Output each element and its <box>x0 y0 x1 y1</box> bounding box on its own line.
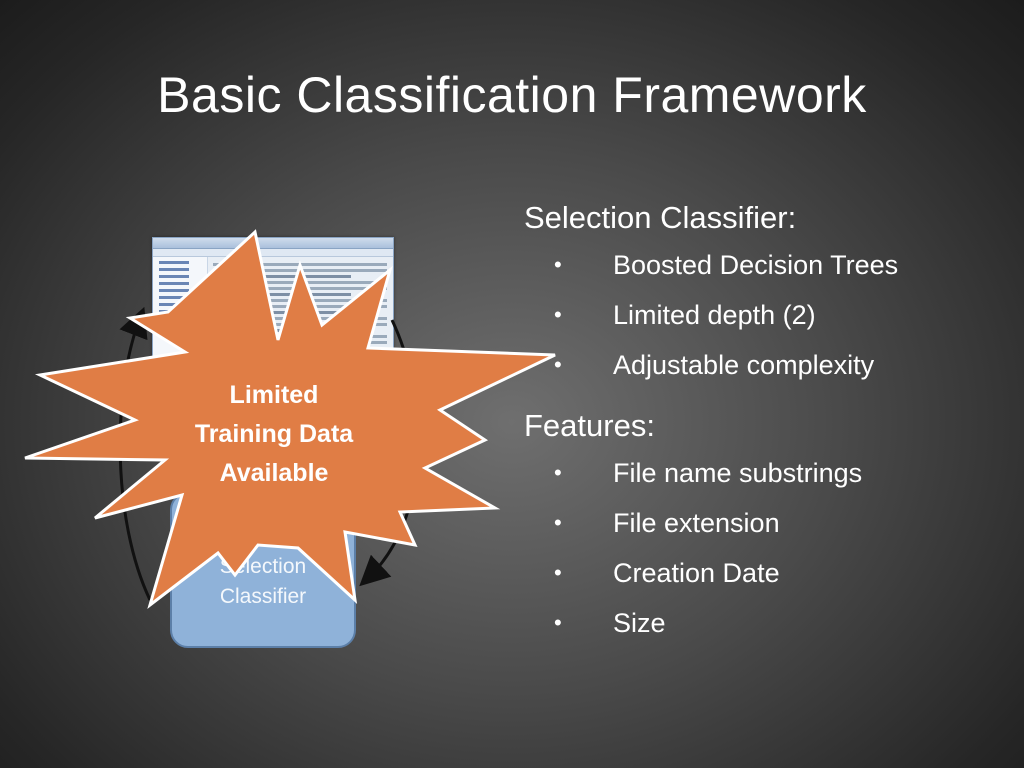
bullet-item: • Adjustable complexity <box>524 340 1004 390</box>
bullet-item: • File extension <box>524 498 1004 548</box>
bullet-item: • Limited depth (2) <box>524 290 1004 340</box>
burst-polygon <box>24 229 556 609</box>
burst-label-line: Limited <box>229 381 319 409</box>
screenshot-address-bar <box>153 238 393 249</box>
section-heading-selection-classifier: Selection Classifier: <box>524 200 797 235</box>
bullet-item: • Size <box>524 598 1004 648</box>
burst-label: Limited Training Data Available <box>154 376 394 493</box>
bullet-panel: Selection Classifier: • Boosted Decision … <box>524 196 1004 648</box>
bullet-dot: • <box>554 460 562 485</box>
bullet-dot: • <box>554 252 562 277</box>
bullet-text: File extension <box>613 508 780 538</box>
bullet-text: File name substrings <box>613 458 863 488</box>
bullet-text: Size <box>613 608 666 638</box>
burst-label-line: Available <box>219 459 329 487</box>
bullet-text: Adjustable complexity <box>613 350 875 380</box>
bullet-dot: • <box>554 302 562 327</box>
bullet-text: Boosted Decision Trees <box>613 250 899 280</box>
bullet-item: • File name substrings <box>524 448 1004 498</box>
screenshot-toolbar <box>153 249 393 257</box>
bullet-dot: • <box>554 610 562 635</box>
bullet-item: • Creation Date <box>524 548 1004 598</box>
box-label-line: Classifier <box>219 585 307 608</box>
slide-title: Basic Classification Framework <box>157 67 867 123</box>
section-heading-features: Features: <box>524 408 655 443</box>
bullet-item: • Boosted Decision Trees <box>524 240 1004 290</box>
bullet-text: Creation Date <box>613 558 780 588</box>
bullet-dot: • <box>554 560 562 585</box>
bullet-dot: • <box>554 510 562 535</box>
bullet-dot: • <box>554 352 562 377</box>
burst-label-line: Training Data <box>194 420 354 448</box>
bullet-text: Limited depth (2) <box>613 300 816 330</box>
